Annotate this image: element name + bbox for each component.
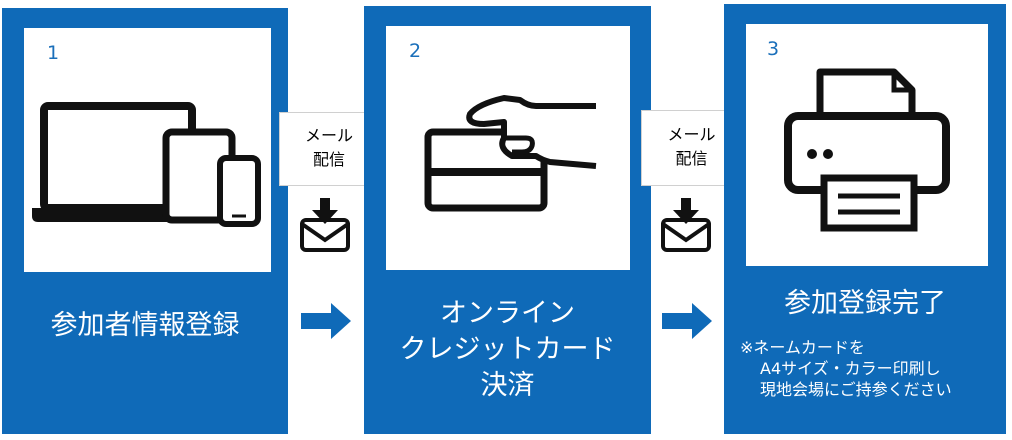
step-3-note-line-3: 現地会場にご持参ください [760,380,952,399]
step-3-image-area: 3 [746,24,988,266]
step-2-label: オンライン クレジットカード 決済 [364,296,651,404]
step-2-label-line-1: オンライン [440,298,575,329]
step-3-note-line-2: A4サイズ・カラー印刷し [760,359,941,378]
mail-download-icon-2 [661,198,711,252]
step-3-number: 3 [767,38,780,60]
printer-icon [784,68,950,232]
step-1-panel: 1 参加者情報登録 [2,8,288,434]
mail-delivery-label-2-line1: メール [667,125,716,144]
step-3-note: ※ネームカードを A4サイズ・カラー印刷し 現地会場にご持参ください [736,337,1002,400]
arrow-right-1 [301,303,351,339]
step-2-image-area: 2 [386,26,630,270]
credit-card-hand-icon [424,95,597,212]
step-1-number: 1 [47,42,60,64]
mail-delivery-label-2-line2: 配信 [675,149,708,168]
devices-icon [32,102,261,227]
step-2-label-line-3: 決済 [480,370,535,401]
step-1-label: 参加者情報登録 [50,310,240,341]
step-2-number: 2 [409,40,422,62]
step-2-panel: 2 オンライン クレジットカード 決済 [364,6,651,434]
mail-delivery-label-1-line1: メール [304,126,353,145]
step-3-note-line-1: ※ネームカードを [740,338,865,357]
mail-delivery-box-1: メール 配信 [279,112,379,186]
mail-download-icon-1 [300,198,350,252]
arrow-right-2 [662,303,712,339]
step-1-image-area: 1 [24,28,271,272]
mail-delivery-label-1-line2: 配信 [312,150,345,169]
step-3-panel: 3 参加登録完了 ※ネームカードを A4サイズ・カラー印刷し 現地会場にご持参く… [724,4,1006,434]
step-2-label-line-2: クレジットカード [399,334,616,365]
step-3-label: 参加登録完了 [784,288,946,319]
